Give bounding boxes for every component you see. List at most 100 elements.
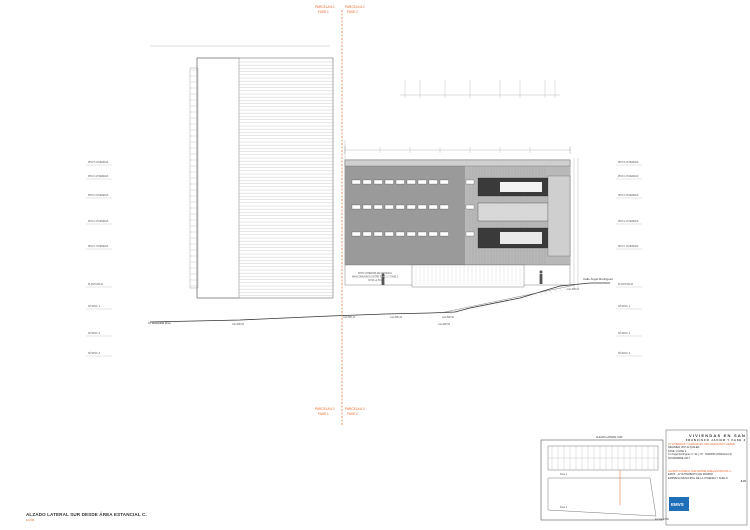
- ramp-hatch-line: [514, 297, 518, 301]
- level-left-3: PISO 2 VIVIENDAS: [88, 220, 109, 223]
- cut-label-bottom-right: PARCELA 6.2: [345, 407, 365, 411]
- level-right-0: PISO 5 VIVIENDAS: [618, 161, 639, 164]
- level-left-6: SÓTANO -1: [88, 305, 101, 308]
- level-d: cota 686,90: [442, 316, 455, 319]
- patio-note-1: PATIO INTERIOR DE MANZANA: [358, 272, 392, 275]
- level-right-5: PLANTA BAJA: [618, 283, 633, 286]
- ramp-hatch-line: [509, 298, 513, 302]
- ramp-hatch-line: [449, 310, 453, 315]
- ramp-hatch-line: [554, 289, 558, 293]
- tb-header-2: FRANCISCO JAVIER Y FASE 2: [685, 438, 746, 442]
- level-e: cota 688,00: [567, 288, 580, 291]
- window: [373, 231, 383, 237]
- level-right-6: SÓTANO -1: [618, 305, 631, 308]
- level-c: cota 686,40: [390, 316, 403, 319]
- window: [395, 231, 405, 237]
- window: [362, 231, 372, 237]
- tower-left: [189, 57, 334, 299]
- ramp-hatch-line: [564, 287, 568, 291]
- level-left-7: SÓTANO -2: [88, 332, 101, 335]
- cut-label-bottom-right-phase: FASE 2: [347, 412, 358, 416]
- ramp-hatch-line: [484, 303, 488, 307]
- keyplan-label-1: Fase 1: [560, 474, 568, 476]
- tb-client-1: EMVS · AYUNTAMIENTO DE MADRID: [668, 473, 713, 477]
- keyplan-label-2: Fase 2: [560, 507, 568, 509]
- key-plan: Fase 1 Fase 2: [540, 439, 664, 521]
- ramp-hatch-line: [539, 292, 543, 296]
- window: [406, 179, 416, 185]
- level-left-5: PLANTA BAJA: [88, 283, 103, 286]
- window: [395, 179, 405, 185]
- level-right-4: PISO 1 VIVIENDAS: [618, 245, 639, 248]
- level-right-1: PISO 4 VIVIENDAS: [618, 175, 639, 178]
- window: [428, 231, 438, 237]
- window: [351, 204, 361, 210]
- ramp-hatch-line: [454, 309, 458, 313]
- ramp-hatch-line: [529, 294, 533, 298]
- ramp-hatch-line: [499, 300, 503, 304]
- ramp-hatch-line: [459, 308, 463, 312]
- window: [362, 179, 372, 185]
- patio-note-2: MANCOMUNADO ENTRE FASE 1 Y FASE 2: [352, 276, 399, 279]
- ramp-hatch-line: [504, 299, 508, 303]
- ramp-hatch-line: [494, 301, 498, 305]
- ramp-hatch-line: [549, 290, 553, 294]
- ramp-hatch-line: [559, 288, 563, 292]
- tb-client-2: EMPRESA MUNICIPAL DE LA VIVIENDA Y SUELO: [668, 476, 728, 480]
- level-right-8: SÓTANO -3: [618, 352, 631, 355]
- window: [417, 179, 427, 185]
- ramp-hatch-line: [524, 295, 528, 299]
- window: [395, 204, 405, 210]
- tb-project-2: RÉGIMEN VPP ALQUILER: [668, 446, 700, 450]
- level-b: cota 686,12: [343, 316, 356, 319]
- ramp-hatch-line: [544, 291, 548, 295]
- ramp-hatch-line: [534, 293, 538, 297]
- window: [384, 231, 394, 237]
- terrain-line: [149, 282, 610, 323]
- window: [417, 231, 427, 237]
- level-left-8: SÓTANO -3: [88, 352, 101, 355]
- keyplan-title: ALZADO LATERAL SUR: [596, 436, 623, 439]
- ramp-hatch-line: [469, 306, 473, 310]
- window: [439, 231, 449, 237]
- cut-label-bottom-left-phase: FASE 1: [318, 412, 329, 416]
- sheet-scale: Escala 1/150: [655, 518, 669, 521]
- levels-left: PISO 5 VIVIENDAS PISO 4 VIVIENDAS PISO 3…: [88, 161, 109, 355]
- right-dimension: [573, 158, 579, 288]
- ramp-hatch-line: [479, 304, 483, 308]
- tb-date: NOVIEMBRE 2017: [668, 456, 691, 460]
- tb-phase: FASE 1 FASE 2: [668, 449, 687, 453]
- street-left-label: C/ Rosquilla Rico: [148, 321, 171, 325]
- window: [373, 204, 383, 210]
- window: [428, 204, 438, 210]
- sheet-subtitle: E 1/150: [26, 519, 35, 522]
- title-block-frame: [665, 429, 748, 526]
- ramp-hatch-line: [519, 296, 523, 300]
- tb-header-1: VIVIENDAS EN SAN: [689, 433, 746, 438]
- level-left-2: PISO 3 VIVIENDAS: [88, 194, 109, 197]
- patio-note-3: COTA +2,50 M: [368, 279, 383, 282]
- logo-block: [669, 497, 689, 511]
- human-figures: [381, 270, 543, 285]
- window: [406, 204, 416, 210]
- level-right-7: SÓTANO -2: [618, 332, 631, 335]
- street-right-label: Calle Ángel Rodríguez: [583, 277, 614, 281]
- window: [465, 231, 475, 237]
- window: [406, 231, 416, 237]
- window: [439, 204, 449, 210]
- cut-label-top-right-phase: FASE 2: [347, 10, 358, 14]
- tb-project: 37 VIVIENDAS Y GARAJE EN SAN FRANCISCO J…: [668, 443, 735, 446]
- window: [373, 179, 383, 185]
- window: [417, 204, 427, 210]
- window: [351, 231, 361, 237]
- level-left-1: PISO 4 VIVIENDAS: [88, 175, 109, 178]
- ramp-hatch-line: [474, 305, 478, 309]
- level-right-3: PISO 2 VIVIENDAS: [618, 220, 639, 223]
- logo-text: EMVS: [671, 502, 684, 507]
- level-f: cota 689,50: [438, 323, 451, 326]
- tb-drawing-no: 6-15: [740, 480, 746, 484]
- cut-label-top-left-phase: FASE 1: [318, 10, 329, 14]
- cut-label-top-left: PARCELA 6.1: [315, 5, 335, 9]
- cut-label-top-right: PARCELA 6.2: [345, 5, 365, 9]
